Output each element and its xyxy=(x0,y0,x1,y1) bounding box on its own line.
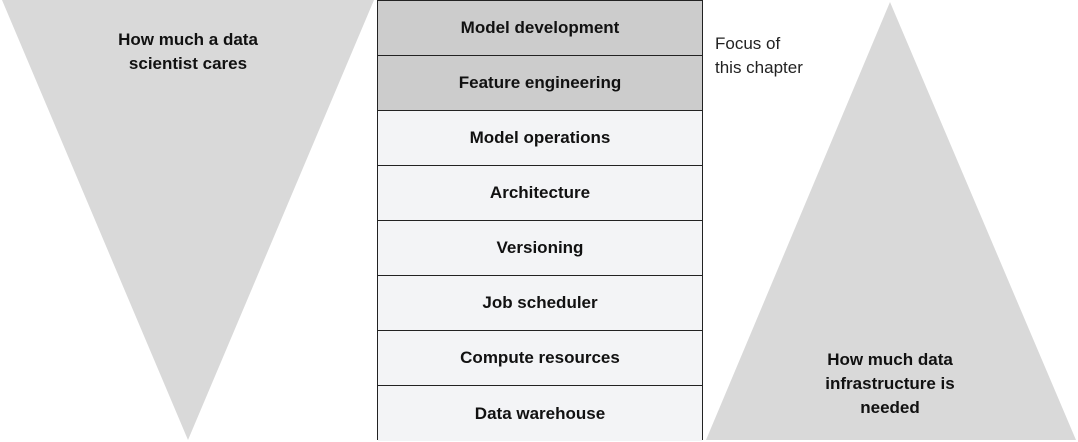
upright-triangle xyxy=(706,2,1076,440)
layer-architecture: Architecture xyxy=(378,166,702,221)
layer-model-operations: Model operations xyxy=(378,111,702,166)
inverted-triangle xyxy=(2,0,374,440)
layer-feature-engineering: Feature engineering xyxy=(378,56,702,111)
focus-of-chapter-note: Focus of this chapter xyxy=(715,34,803,77)
layer-data-warehouse: Data warehouse xyxy=(378,386,702,441)
data-scientist-care-label: How much a data scientist cares xyxy=(118,30,258,73)
layer-versioning: Versioning xyxy=(378,221,702,276)
layer-job-scheduler: Job scheduler xyxy=(378,276,702,331)
layer-model-development: Model development xyxy=(378,1,702,56)
layer-compute-resources: Compute resources xyxy=(378,331,702,386)
infrastructure-stack: Model development Feature engineering Mo… xyxy=(377,0,703,441)
infrastructure-needed-label: How much data infrastructure is needed xyxy=(825,350,955,417)
